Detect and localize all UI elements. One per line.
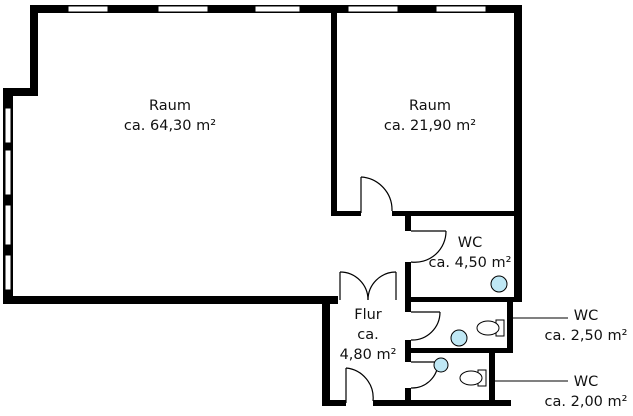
window [4,107,12,144]
window [435,5,487,13]
room-name: WC [573,308,599,324]
room-label-wc-2: WC ca. 2,50 m² [540,306,632,346]
window [4,204,12,246]
room-label-raum-2: Raum ca. 21,90 m² [370,96,490,136]
wall-left-upper [30,5,38,93]
room-name: Raum [149,98,191,114]
room-area: 4,80 m² [339,347,397,363]
room-label-flur: Flur ca. 4,80 m² [333,305,403,365]
wall-wc2-right [507,297,513,353]
window [67,5,109,13]
room-area: ca. 64,30 m² [123,118,217,134]
room-name: Flur [354,307,382,323]
wall-flur-bottom-a [322,400,346,406]
door-room2 [360,176,393,213]
fixtures [433,275,508,387]
leader-lines [495,317,568,382]
wall-wc3-right [489,348,495,406]
doors [339,176,447,403]
wall-flur-left [322,296,330,406]
wall-right-upper [514,5,522,301]
wall-bottom-room2-a [331,211,361,216]
room-area: ca. 4,50 m² [428,255,512,271]
toilet-icon [459,369,487,387]
window [157,5,209,13]
wall-wc1-left [405,211,411,231]
window [4,254,12,291]
room-area: ca. 21,90 m² [383,118,477,134]
window [254,5,301,13]
room-name: Raum [409,98,451,114]
door-wc2 [410,311,441,341]
wall-step [3,88,38,96]
wall-bottom-room2-b [392,211,520,216]
sink-icon [433,357,449,373]
windows-left [4,107,12,291]
room-area-prefix: ca. [357,327,379,343]
wall-divider [331,5,337,215]
outer-walls [3,5,522,406]
door-flur-double [339,271,397,301]
room-label-raum-1: Raum ca. 64,30 m² [110,96,230,136]
windows-top [67,5,487,13]
window [347,5,399,13]
door-wc1 [410,230,447,263]
room-label-wc-1: WC ca. 4,50 m² [420,233,520,273]
door-entrance [345,367,374,403]
wall-flur-right-c [405,388,411,406]
wall-flur-bottom-b [373,400,511,406]
room-area: ca. 2,00 m² [544,394,628,410]
sink-icon [450,329,468,347]
wall-flur-right-a [405,302,411,312]
sink-icon [490,275,508,293]
room-name: WC [457,235,483,251]
wall-wc2-bottom [410,348,513,353]
room-name: WC [573,374,599,390]
room-area: ca. 2,50 m² [544,328,628,344]
wall-wc1-bottom [405,297,522,302]
window [4,149,12,196]
wall-flur-right-b [405,340,411,362]
room-label-wc-3: WC ca. 2,00 m² [540,372,632,412]
toilet-icon [476,319,505,337]
wall-bottom-room1 [3,296,338,304]
wall-wc1-left-lower [405,262,411,304]
